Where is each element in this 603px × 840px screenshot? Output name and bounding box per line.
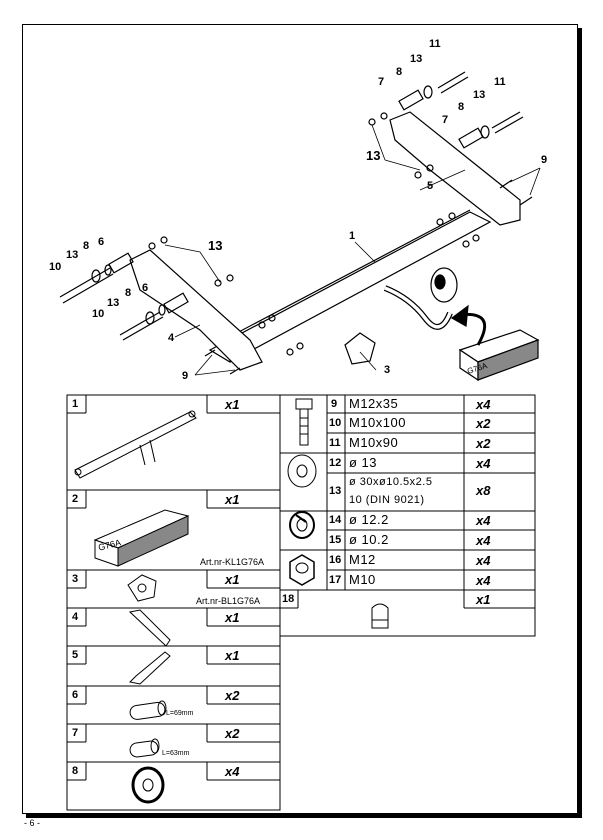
left-row-3-num: 3: [72, 573, 79, 585]
left-row-2-num: 2: [72, 493, 79, 505]
right-row-15-spec: ø 10.2: [349, 532, 389, 547]
right-row-12-num: 12: [329, 457, 342, 469]
right-row-16-qty: x4: [476, 553, 491, 568]
callout-8b: 8: [125, 287, 132, 299]
right-row-12-qty: x4: [476, 456, 491, 471]
right-row-10-num: 10: [329, 417, 342, 429]
callout-13d: 13: [473, 89, 486, 101]
right-row-9-num: 9: [331, 398, 338, 410]
callout-3: 3: [384, 364, 391, 376]
right-row-16-num: 16: [329, 554, 342, 566]
callout-6b: 6: [142, 282, 149, 294]
right-row-11-qty: x2: [476, 436, 491, 451]
right-row-15-num: 15: [329, 534, 342, 546]
callout-10b: 10: [92, 308, 105, 320]
right-row-13-num: 13: [329, 485, 342, 497]
callout-1: 1: [349, 230, 356, 242]
right-row-13-qty: x8: [476, 483, 491, 498]
socket-plate-drawing: [344, 332, 376, 365]
left-row-5-qty: x1: [225, 648, 240, 663]
right-row-13-spec-din: 10 (DIN 9021): [349, 494, 425, 506]
right-row-17-qty: x4: [476, 573, 491, 588]
bracket-5-drawing: [389, 111, 521, 226]
right-row-17-spec: M10: [349, 572, 376, 587]
crossbar-drawing: [208, 211, 492, 363]
callout-11a: 11: [429, 38, 441, 50]
callout-8c: 8: [396, 66, 403, 78]
right-row-18-qty: x1: [476, 592, 491, 607]
right-row-10-qty: x2: [476, 416, 491, 431]
right-row-13-spec: ø 30xø10.5x2.5: [349, 476, 433, 488]
right-row-14-qty: x4: [476, 513, 491, 528]
callout-9b: 9: [541, 154, 548, 166]
left-row-4-qty: x1: [225, 610, 240, 625]
callout-13b: 13: [107, 297, 120, 309]
callout-11b: 11: [494, 76, 506, 88]
left-row-7-qty: x2: [225, 726, 240, 741]
left-row-6-length: L=69mm: [166, 710, 194, 717]
right-row-15-qty: x4: [476, 533, 491, 548]
left-row-8-num: 8: [72, 765, 79, 777]
left-row-1-qty: x1: [225, 397, 240, 412]
left-row-5-num: 5: [72, 649, 79, 661]
right-row-18-num: 18: [282, 593, 295, 605]
callout-5: 5: [427, 180, 434, 192]
left-row-2-qty: x1: [225, 492, 240, 507]
right-row-16-spec: M12: [349, 552, 376, 567]
right-row-14-spec: ø 12.2: [349, 512, 389, 527]
callout-13e: 13: [208, 238, 223, 253]
callout-9a: 9: [182, 370, 189, 382]
left-row-7-length: L=63mm: [162, 750, 190, 757]
left-row-6-num: 6: [72, 689, 79, 701]
callout-13f: 13: [366, 148, 381, 163]
callout-8a: 8: [83, 240, 90, 252]
left-row-4-num: 4: [72, 611, 79, 623]
left-row-7-num: 7: [72, 727, 79, 739]
left-row-3-art: Art.nr-BL1G76A: [196, 596, 261, 606]
callout-7a: 7: [378, 76, 385, 88]
left-row-1-num: 1: [72, 398, 79, 410]
callout-4: 4: [168, 332, 175, 344]
right-row-11-num: 11: [329, 437, 341, 449]
bracket-4-drawing: [129, 249, 263, 371]
right-row-9-qty: x4: [476, 397, 491, 412]
left-row-2-art: Art.nr-KL1G76A: [200, 557, 265, 567]
callout-13c: 13: [410, 53, 423, 65]
right-row-12-spec: ø 13: [349, 455, 378, 470]
right-row-14-num: 14: [329, 514, 342, 526]
right-row-9-spec: M12x35: [349, 396, 399, 411]
right-row-17-num: 17: [329, 574, 342, 586]
right-row-10-spec: M10x100: [349, 415, 406, 430]
left-row-8-qty: x4: [225, 764, 240, 779]
left-row-3-qty: x1: [225, 572, 240, 587]
left-row-6-qty: x2: [225, 688, 240, 703]
callout-10a: 10: [49, 261, 62, 273]
callout-8d: 8: [458, 101, 465, 113]
callout-6a: 6: [98, 236, 105, 248]
page-number: - 6 -: [24, 818, 41, 828]
callout-13a: 13: [66, 249, 79, 261]
right-row-11-spec: M10x90: [349, 435, 399, 450]
callout-7b: 7: [442, 114, 449, 126]
